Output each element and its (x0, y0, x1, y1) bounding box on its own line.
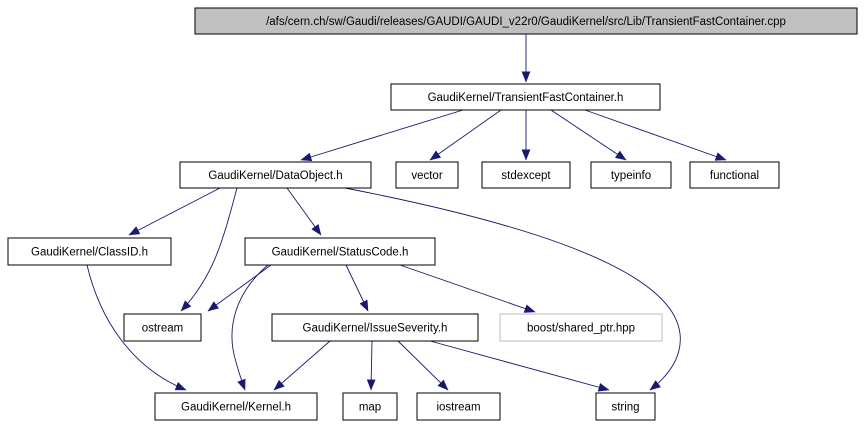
edge-classid-h-to-kernel-h (86, 264, 187, 391)
edge-statuscode-h-to-kernel-h (231, 264, 269, 391)
edge-transientfastcontainer-h-to-dataobject-h (300, 109, 464, 162)
node-label-dataobject-h: GaudiKernel/DataObject.h (208, 170, 342, 182)
edge-statuscode-h-to-issueseverity-h (345, 264, 369, 312)
node-box-iostream (416, 392, 501, 421)
edge-dataobject-h-to-statuscode-h (286, 187, 322, 236)
node-cpp-root: /afs/cern.ch/sw/Gaudi/releases/GAUDI/GAU… (194, 7, 858, 35)
node-label-functional: functional (710, 170, 759, 182)
node-label-cpp-root: /afs/cern.ch/sw/Gaudi/releases/GAUDI/GAU… (266, 16, 786, 28)
node-label-ostream: ostream (142, 323, 184, 335)
node-ostream: ostream (123, 313, 202, 342)
node-functional: functional (689, 161, 780, 189)
node-box-boost-shared-ptr (499, 313, 663, 342)
node-label-vector: vector (411, 170, 442, 182)
node-box-map (342, 392, 398, 421)
node-stdexcept: stdexcept (481, 161, 571, 189)
node-box-functional (689, 161, 780, 189)
node-classid-h[interactable]: GaudiKernel/ClassID.h (7, 237, 172, 266)
edge-dataobject-h-to-classid-h (128, 187, 221, 236)
node-box-typeinfo (590, 161, 672, 189)
node-map: map (342, 392, 398, 421)
node-label-typeinfo: typeinfo (611, 170, 651, 182)
edges-layer (86, 34, 727, 392)
edge-transientfastcontainer-h-to-typeinfo (550, 109, 627, 161)
node-string: string (595, 392, 656, 421)
node-box-kernel-h[interactable] (154, 392, 318, 421)
node-box-issueseverity-h[interactable] (271, 313, 479, 342)
node-box-dataobject-h[interactable] (179, 161, 372, 189)
node-label-stdexcept: stdexcept (501, 170, 551, 182)
edge-statuscode-h-to-boost-shared-ptr (399, 264, 536, 313)
node-box-statuscode-h[interactable] (244, 237, 436, 266)
edge-dataobject-h-to-ostream (180, 187, 238, 312)
node-box-vector (395, 161, 459, 189)
edge-issueseverity-h-to-kernel-h (273, 340, 331, 391)
edge-issueseverity-h-to-map (366, 340, 376, 391)
node-issueseverity-h[interactable]: GaudiKernel/IssueSeverity.h (271, 313, 479, 342)
node-transientfastcontainer-h[interactable]: GaudiKernel/TransientFastContainer.h (390, 83, 661, 111)
node-box-string (595, 392, 656, 421)
edge-transientfastcontainer-h-to-functional (584, 109, 727, 161)
node-box-ostream (123, 313, 202, 342)
node-label-map: map (359, 402, 381, 414)
node-label-boost-shared-ptr: boost/shared_ptr.hpp (527, 323, 635, 335)
node-statuscode-h[interactable]: GaudiKernel/StatusCode.h (244, 237, 436, 266)
node-label-statuscode-h: GaudiKernel/StatusCode.h (272, 247, 409, 259)
edge-issueseverity-h-to-iostream (397, 340, 449, 391)
node-kernel-h[interactable]: GaudiKernel/Kernel.h (154, 392, 318, 421)
node-dataobject-h[interactable]: GaudiKernel/DataObject.h (179, 161, 372, 189)
edge-dataobject-h-to-string (344, 187, 681, 391)
node-box-classid-h[interactable] (7, 237, 172, 266)
node-box-stdexcept (481, 161, 571, 189)
node-typeinfo: typeinfo (590, 161, 672, 189)
node-box-cpp-root (194, 7, 858, 35)
node-vector: vector (395, 161, 459, 189)
node-label-iostream: iostream (436, 402, 480, 414)
edge-transientfastcontainer-h-to-vector (429, 109, 502, 161)
node-boost-shared-ptr: boost/shared_ptr.hpp (499, 313, 663, 342)
edge-issueseverity-h-to-string (429, 340, 610, 392)
node-iostream: iostream (416, 392, 501, 421)
node-label-string: string (611, 402, 639, 414)
node-box-transientfastcontainer-h[interactable] (390, 83, 661, 111)
node-label-kernel-h: GaudiKernel/Kernel.h (181, 402, 291, 414)
node-label-transientfastcontainer-h: GaudiKernel/TransientFastContainer.h (428, 92, 624, 104)
node-label-classid-h: GaudiKernel/ClassID.h (31, 247, 148, 259)
node-label-issueseverity-h: GaudiKernel/IssueSeverity.h (303, 323, 448, 335)
edge-statuscode-h-to-ostream (207, 264, 272, 312)
nodes-layer: /afs/cern.ch/sw/Gaudi/releases/GAUDI/GAU… (7, 7, 858, 421)
